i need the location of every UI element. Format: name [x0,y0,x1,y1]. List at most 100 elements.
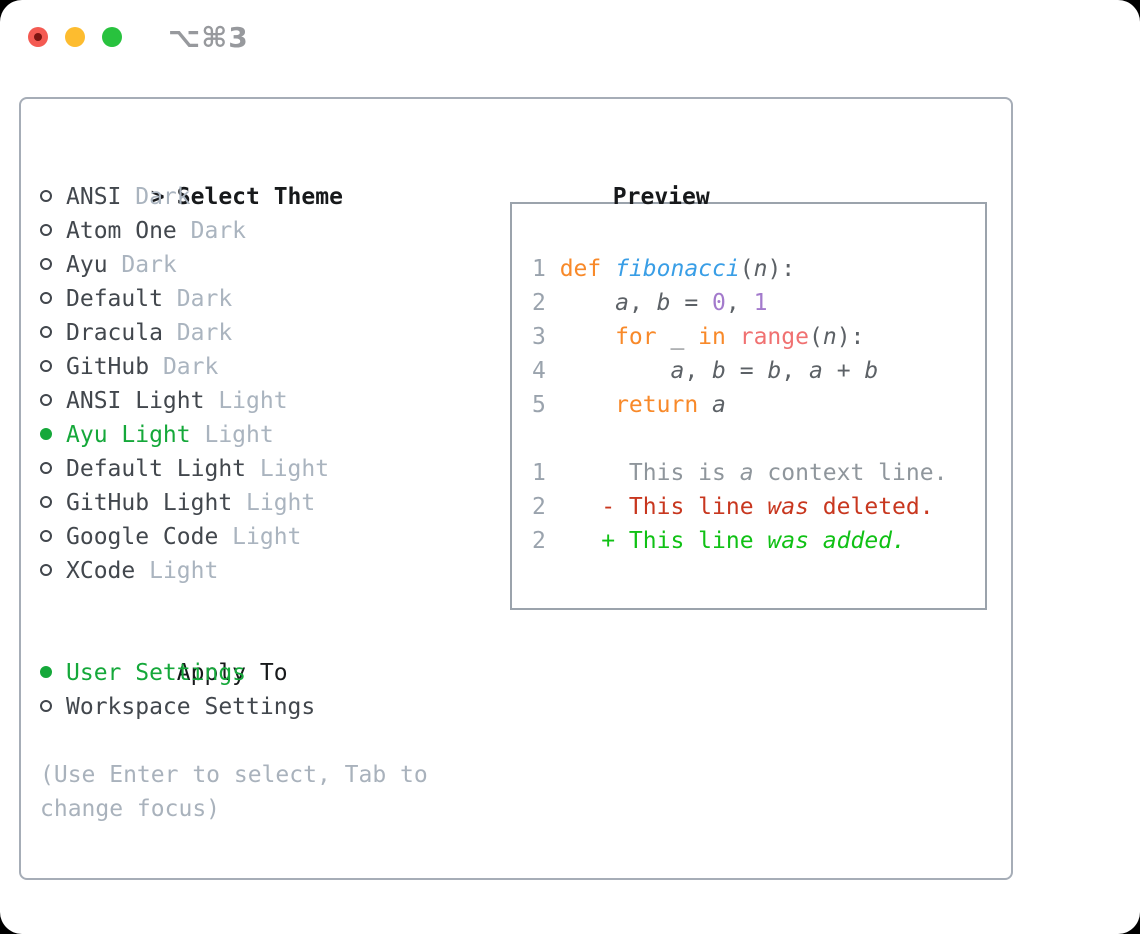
theme-variant-tag: Dark [176,320,233,346]
code-token: n [822,324,837,350]
code-token: a [739,460,754,486]
code-token: b [864,358,879,384]
radio-circle-icon [40,529,52,542]
theme-variant-tag: Dark [190,218,247,244]
option-label: Google Code [66,524,219,550]
radio-circle-icon [40,223,52,236]
option-label: Atom One [66,218,177,244]
spacer [40,588,502,622]
radio-circle-icon [40,495,52,508]
window-shortcut-label: ⌥⌘3 [168,20,249,54]
code-token [560,324,615,350]
code-token: _ [656,324,699,350]
line-number: 2 [532,528,546,554]
code-token: - This line [559,494,768,520]
option-label: GitHub Light [66,490,233,516]
minimize-button[interactable] [65,27,85,47]
radio-circle-icon [40,291,52,304]
code-token: ): [767,256,796,282]
radio-circle-icon [40,359,52,372]
radio-unselected-icon [40,554,66,588]
radio-circle-icon [40,189,52,202]
code-token: range [739,324,809,350]
radio-unselected-icon [40,350,66,384]
theme-item[interactable]: Ayu Light Light [40,418,502,452]
theme-variant-tag: Light [204,422,274,448]
option-label: Ayu [66,252,108,278]
radio-circle-icon [40,325,52,338]
code-token: = [670,290,713,316]
code-line: 3 for _ in range(n): [532,320,985,354]
apply-to-option[interactable]: User Settings [40,656,502,690]
code-token: , [628,290,657,316]
code-token: n [753,256,768,282]
theme-variant-tag: Light [259,456,330,482]
theme-variant-tag: Light [232,524,302,550]
code-token: This is [559,460,740,486]
code-line: 1 def fibonacci(n): [532,252,985,286]
code-token [726,324,740,350]
close-button[interactable] [28,27,48,47]
line-number: 2 [532,494,546,520]
radio-unselected-icon [40,690,66,724]
code-token: def [559,256,602,282]
apply-to-option[interactable]: Workspace Settings [40,690,502,724]
code-token [560,358,671,384]
theme-variant-tag: Dark [135,184,191,210]
close-button-dot-icon [34,33,42,41]
theme-item[interactable]: Google Code Light [40,520,502,554]
zoom-button[interactable] [102,27,122,47]
code-token: return [615,392,699,418]
code-token: , [781,358,809,384]
cursor-marker: > [150,184,165,210]
option-label: ANSI [66,184,122,210]
help-text-line-2: change focus) [40,796,221,822]
code-token: fibonacci [615,256,740,282]
option-label: Default [66,286,163,312]
code-token [698,392,712,418]
radio-unselected-icon [40,384,66,418]
radio-selected-icon [40,656,66,690]
theme-item[interactable]: Atom One Dark [40,214,502,248]
code-token: was [767,494,809,520]
theme-variant-tag: Dark [176,286,233,312]
radio-unselected-icon [40,180,66,214]
line-number: 2 [532,290,546,316]
radio-circle-icon [40,665,52,678]
option-label: Ayu Light [66,422,191,448]
code-token: , [725,290,754,316]
code-token: ): [836,324,865,350]
radio-unselected-icon [40,282,66,316]
theme-variant-tag: Light [149,558,219,584]
code-token: a [670,358,685,384]
radio-unselected-icon [40,316,66,350]
code-token: a [615,290,629,316]
spacer [40,724,502,758]
theme-item[interactable]: Default Dark [40,282,502,316]
code-token: + [822,358,865,384]
code-token: ( [739,256,754,282]
option-label: Workspace Settings [66,694,316,720]
code-line: 1 This is a context line. [532,456,985,490]
theme-item[interactable]: ANSI Dark [40,180,502,214]
line-number: 1 [532,256,546,282]
line-number: 4 [532,358,546,384]
radio-unselected-icon [40,248,66,282]
preview-header: Preview [502,146,987,210]
theme-variant-tag: Dark [121,252,177,278]
theme-variant-tag: Dark [162,354,219,380]
theme-item[interactable]: Ayu Dark [40,248,502,282]
select-theme-header: >Select Theme [40,146,502,210]
